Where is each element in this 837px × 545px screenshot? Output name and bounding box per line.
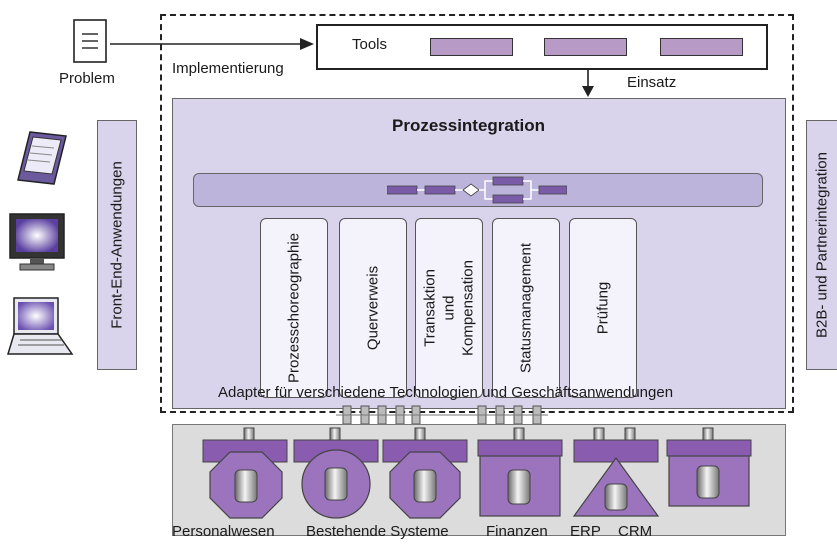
process-flow-bar <box>193 173 763 207</box>
square-system-icon <box>477 427 563 517</box>
service-status-management: Statusmanagement <box>492 218 560 398</box>
process-integration-title: Prozessintegration <box>392 116 546 135</box>
pda-icon <box>17 131 67 185</box>
b2b-panel: B2B- und Partnerintegration <box>806 120 837 370</box>
service-cross-reference: Querverweis <box>339 218 407 398</box>
adapter-label: Adapter für verschiedene Technologien un… <box>218 384 674 401</box>
implementation-label: Implementierung <box>172 60 284 77</box>
triangle-system-icon <box>572 427 660 517</box>
octagon-system-icon <box>202 427 288 519</box>
square-system-icon <box>666 427 752 507</box>
tool-bar <box>430 38 513 56</box>
system-label-erp: ERP <box>570 523 601 540</box>
laptop-icon <box>6 297 74 355</box>
circle-system-icon <box>293 427 379 519</box>
problem-to-tools-arrowhead <box>300 38 314 50</box>
service-validation: Prüfung <box>569 218 637 398</box>
tools-label: Tools <box>352 36 388 53</box>
system-label-legacy: Bestehende Systeme <box>306 523 449 540</box>
tool-bar <box>544 38 627 56</box>
implementation-frame <box>160 14 794 413</box>
problem-label: Problem <box>59 70 115 87</box>
system-label-hr: Personalwesen <box>172 523 275 540</box>
process-flow-icon <box>387 176 567 204</box>
document-icon <box>72 18 108 64</box>
front-end-panel: Front-End-Anwendungen <box>97 120 137 370</box>
deployment-arrowhead <box>582 86 594 97</box>
system-label-crm: CRM <box>618 523 653 540</box>
tools-box: Tools <box>316 24 768 70</box>
system-label-finance: Finanzen <box>486 523 548 540</box>
octagon-system-icon <box>382 427 468 519</box>
tool-bar <box>660 38 743 56</box>
service-transaction-compensation: Transaktion und Kompensation <box>415 218 483 398</box>
deployment-label: Einsatz <box>627 74 677 91</box>
monitor-icon <box>9 213 65 271</box>
service-process-choreography: Prozesschoreographie <box>260 218 328 398</box>
